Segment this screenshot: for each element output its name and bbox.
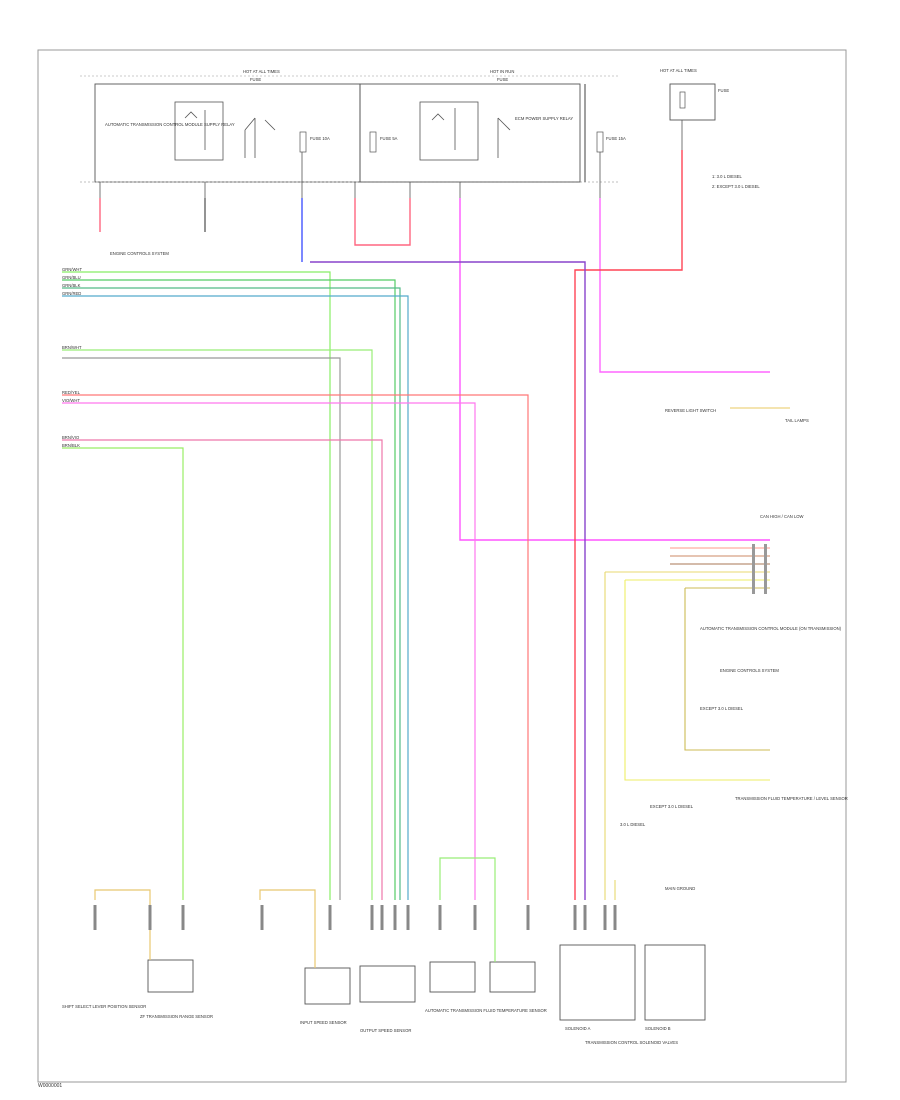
fuse-b-label: FUSE 5A [380, 136, 398, 141]
bottom-components [147, 944, 706, 1021]
bottom-label-7: SOLENOID B [645, 1026, 671, 1031]
engine-ctrl-right-label: ENGINE CONTROLS SYSTEM [720, 668, 779, 673]
wire-label-9: BRN/BLK [62, 443, 80, 448]
wire-label-3: GRN/BLK [62, 283, 81, 288]
bottom-label-8: TRANSMISSION CONTROL SOLENOID VALVES [585, 1040, 678, 1045]
except-note-label: EXCEPT 3.0 L DIESEL [700, 706, 744, 711]
wire-label-4: GRN/RED [62, 291, 81, 296]
component-box-4 [429, 961, 476, 993]
wire-label-1: GRN/WHT [62, 267, 82, 272]
reverse-switch-label: REVERSE LIGHT SWITCH [665, 408, 716, 413]
component-box-6 [559, 944, 636, 1021]
relay-a-box [174, 101, 224, 161]
right-connector-pins [752, 544, 767, 594]
bottom-loops [94, 857, 496, 968]
fuse-box-left: HOT AT ALL TIMES FUSE AUTOMATIC TRANSMIS… [80, 69, 620, 198]
fuse-box-2-title: HOT IN RUN [490, 69, 514, 74]
fuse-a-label: FUSE 10A [310, 136, 330, 141]
ground-note-label: MAIN GROUND [665, 886, 695, 891]
bottom-label-1: SHIFT SELECT LEVER POSITION SENSOR [62, 1004, 146, 1009]
bottom-label-5: AUTOMATIC TRANSMISSION FLUID TEMPERATURE… [425, 1008, 547, 1013]
diagram-frame [37, 49, 847, 1083]
component-box-2 [304, 967, 351, 1005]
level-sensor-label: TRANSMISSION FLUID TEMPERATURE / LEVEL S… [735, 796, 848, 801]
fuse-box-2-subtitle: FUSE [497, 77, 508, 82]
wire-label-5: BRN/WHT [62, 345, 82, 350]
wire-label-8: BRN/VIO [62, 435, 80, 440]
bottom-label-6: SOLENOID A [565, 1026, 591, 1031]
tail-lamp-label: TAIL LAMPS [785, 418, 809, 423]
component-box-7 [644, 944, 706, 1021]
diesel-note2-label: 3.0 L DIESEL [620, 822, 646, 827]
left-wires [62, 271, 529, 900]
wire-label-6: RED/YEL [62, 390, 81, 395]
can-note-label: CAN HIGH / CAN LOW [760, 514, 804, 519]
diesel-note-label: EXCEPT 3.0 L DIESEL [650, 804, 694, 809]
fuse-box-1-title: HOT AT ALL TIMES [243, 69, 280, 74]
fuse-box-3-subtitle: FUSE [718, 88, 729, 93]
wire-label-2: GRN/BLU [62, 275, 81, 280]
legend-line-1: 1: 3.0 L DIESEL [712, 174, 743, 179]
footer-code: W0000001 [38, 1083, 63, 1089]
bottom-label-3: INPUT SPEED SENSOR [300, 1020, 347, 1025]
engine-controls-label: ENGINE CONTROLS SYSTEM [110, 251, 169, 256]
component-box-3 [359, 965, 416, 1003]
component-box-1 [147, 959, 194, 993]
fuse-box-middle: HOT IN RUN FUSE ECM POWER SUPPLY RELAY F… [359, 69, 626, 198]
fuse-box-right: HOT AT ALL TIMES FUSE 1: 3.0 L DIESEL 2:… [660, 68, 760, 189]
fuse-box-1-subtitle: FUSE [250, 77, 261, 82]
component-box-5 [489, 961, 536, 993]
fuse-c-label: FUSE 15A [606, 136, 626, 141]
relay-b-label: ECM POWER SUPPLY RELAY [515, 116, 573, 121]
right-wires [604, 407, 790, 900]
bottom-connectors [93, 905, 617, 930]
legend-line-2: 2: EXCEPT 3.0 L DIESEL [712, 184, 760, 189]
module-note-label: AUTOMATIC TRANSMISSION CONTROL MODULE (O… [700, 626, 842, 631]
bottom-label-4: OUTPUT SPEED SENSOR [360, 1028, 411, 1033]
relay-a-label: AUTOMATIC TRANSMISSION CONTROL MODULE SU… [105, 122, 235, 127]
wire-label-7: VIO/WHT [62, 398, 80, 403]
bottom-label-2: ZF TRANSMISSION RANGE SENSOR [140, 1014, 213, 1019]
top-wires [99, 150, 770, 900]
fuse-box-3-title: HOT AT ALL TIMES [660, 68, 697, 73]
